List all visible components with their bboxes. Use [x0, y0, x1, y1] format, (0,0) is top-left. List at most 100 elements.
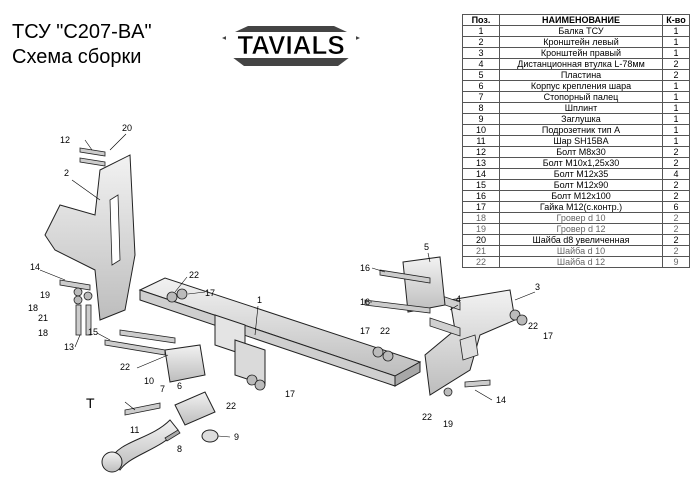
- callout-16-top: 16: [360, 263, 370, 273]
- cell-name: Балка ТСУ: [499, 25, 663, 37]
- cotter-pin: [164, 429, 181, 442]
- callout-3: 3: [535, 282, 540, 292]
- callout-10: 10: [144, 376, 154, 386]
- cell-name: Пластина: [499, 69, 663, 81]
- callout-17-c: 17: [285, 389, 295, 399]
- leader-lines: [39, 133, 536, 438]
- ball-housing: [174, 391, 216, 426]
- cell-qty: 2: [662, 69, 690, 81]
- callout-18-a: 18: [28, 303, 38, 313]
- bolts-m12x35: [59, 279, 491, 388]
- svg-text:TAVIALS: TAVIALS: [237, 30, 344, 60]
- callout-22-b: 22: [380, 326, 390, 336]
- callout-6: 6: [177, 381, 182, 391]
- cell-pos: 7: [462, 91, 500, 103]
- bolts-m12x100: [364, 269, 431, 314]
- cell-name: Шайба d 12: [499, 256, 663, 268]
- bolts-m8x30: [79, 147, 106, 167]
- tow-ball: [101, 419, 179, 473]
- logo-graphic: TAVIALS: [222, 26, 360, 66]
- col-name-header: НАИМЕНОВАНИЕ: [499, 14, 663, 26]
- callout-12: 12: [60, 135, 70, 145]
- cell-qty: 1: [662, 36, 690, 48]
- callout-14-left: 14: [30, 262, 40, 272]
- callout-4: 4: [456, 294, 461, 304]
- callout-2: 2: [64, 168, 69, 178]
- callout-17-b: 17: [360, 326, 370, 336]
- assembly-drawing: 1 2 3 4 5 6 7 8 9 10 11 12 13 14 14 15 1…: [28, 123, 553, 473]
- callout-22-d: 22: [226, 401, 236, 411]
- callout-19-b: 19: [443, 419, 453, 429]
- callout-8: 8: [177, 444, 182, 454]
- socket-bracket: [164, 344, 206, 383]
- cell-name: Стопорный палец: [499, 91, 663, 103]
- page-subtitle: Схема сборки: [12, 46, 142, 68]
- cell-qty: 1: [662, 25, 690, 37]
- cell-qty: 1: [662, 91, 690, 103]
- callout-1: 1: [257, 295, 262, 305]
- right-bracket: [424, 289, 516, 396]
- cell-qty: 2: [662, 58, 690, 70]
- plate: [402, 256, 446, 313]
- cell-name: Кронштейн правый: [499, 47, 663, 59]
- bolts-m12x90: [104, 329, 176, 356]
- bolts-m10: [75, 304, 92, 336]
- left-bracket: [44, 154, 136, 321]
- col-qty-header: К-во: [662, 14, 690, 26]
- callout-20: 20: [122, 123, 132, 133]
- tavials-logo: TAVIALS: [218, 20, 364, 70]
- table-header-row: Поз. НАИМЕНОВАНИЕ К-во: [462, 14, 690, 26]
- callout-15: 15: [88, 327, 98, 337]
- cell-qty: 1: [662, 47, 690, 59]
- callout-17-d: 17: [543, 331, 553, 341]
- cell-name: Дистанционная втулка L-78мм: [499, 58, 663, 70]
- callout-21: 21: [38, 313, 48, 323]
- cell-pos: 6: [462, 80, 500, 92]
- locking-pin: [124, 402, 161, 416]
- callout-22-a: 22: [189, 270, 199, 280]
- callout-5: 5: [424, 242, 429, 252]
- cell-pos: 5: [462, 69, 500, 81]
- callout-7: 7: [160, 384, 165, 394]
- cell-qty: 1: [662, 80, 690, 92]
- callout-11: 11: [130, 425, 139, 435]
- cell-pos: 1: [462, 25, 500, 37]
- cell-pos: 3: [462, 47, 500, 59]
- callout-19-a: 19: [40, 290, 50, 300]
- callout-22-e: 22: [528, 321, 538, 331]
- callout-22-f: 22: [422, 412, 432, 422]
- col-pos-header: Поз.: [462, 14, 500, 26]
- cell-name: Корпус крепления шара: [499, 80, 663, 92]
- cell-name: Кронштейн левый: [499, 36, 663, 48]
- callout-14-right: 14: [496, 395, 506, 405]
- callout-18-b: 18: [38, 328, 48, 338]
- cell-pos: 4: [462, 58, 500, 70]
- cell-qty: 9: [662, 256, 690, 268]
- callout-16-bottom: 16: [360, 297, 370, 307]
- callout-T: T: [86, 395, 95, 411]
- callout-9: 9: [234, 432, 239, 442]
- callout-22-c: 22: [120, 362, 130, 372]
- callout-13: 13: [64, 342, 74, 352]
- nuts-and-washers: [73, 287, 528, 397]
- callout-17-a: 17: [205, 288, 215, 298]
- page-title: ТСУ "C207-BA": [12, 21, 152, 43]
- cell-pos: 2: [462, 36, 500, 48]
